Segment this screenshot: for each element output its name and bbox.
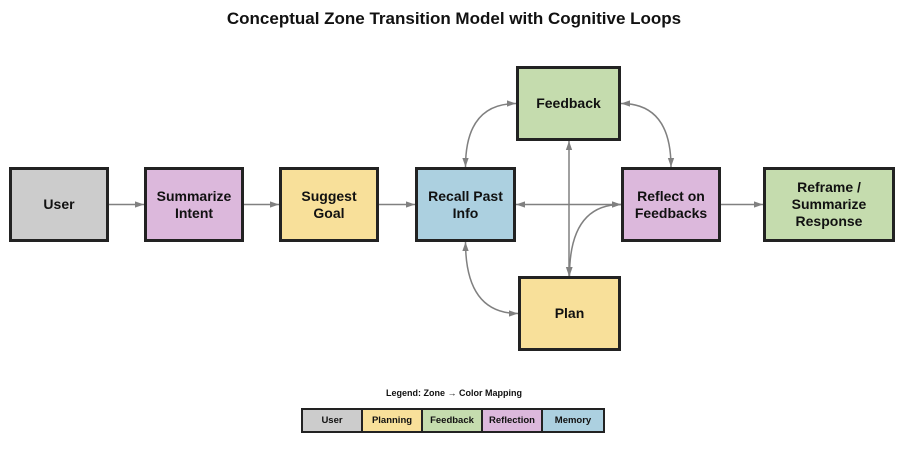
node-user: User	[9, 167, 109, 242]
node-reflect-on-feedbacks: Reflect on Feedbacks	[621, 167, 721, 242]
node-recall-past-info: Recall Past Info	[415, 167, 516, 242]
legend-item-planning: Planning	[363, 410, 423, 431]
diagram-title: Conceptual Zone Transition Model with Co…	[226, 9, 682, 28]
legend-item-memory: Memory	[543, 410, 603, 431]
edge-recall-past-info-to-feedback	[462, 100, 517, 168]
legend-item-feedback: Feedback	[423, 410, 483, 431]
edge-recall-past-info-to-plan	[462, 241, 519, 317]
legend: User Planning Feedback Reflection Memory	[301, 408, 605, 433]
edge-feedback-to-reflect-on-feedbacks	[620, 100, 675, 168]
edge-plan-to-reflect-on-feedbacks	[566, 201, 622, 277]
node-feedback: Feedback	[516, 66, 621, 141]
legend-item-reflection: Reflection	[483, 410, 543, 431]
node-summarize-intent: Summarize Intent	[144, 167, 244, 242]
legend-title: Legend: Zone → Color Mapping	[386, 388, 522, 398]
legend-item-user: User	[303, 410, 363, 431]
node-suggest-goal: Suggest Goal	[279, 167, 379, 242]
node-plan: Plan	[518, 276, 621, 351]
node-reframe-summarize-response: Reframe / Summarize Response	[763, 167, 895, 242]
